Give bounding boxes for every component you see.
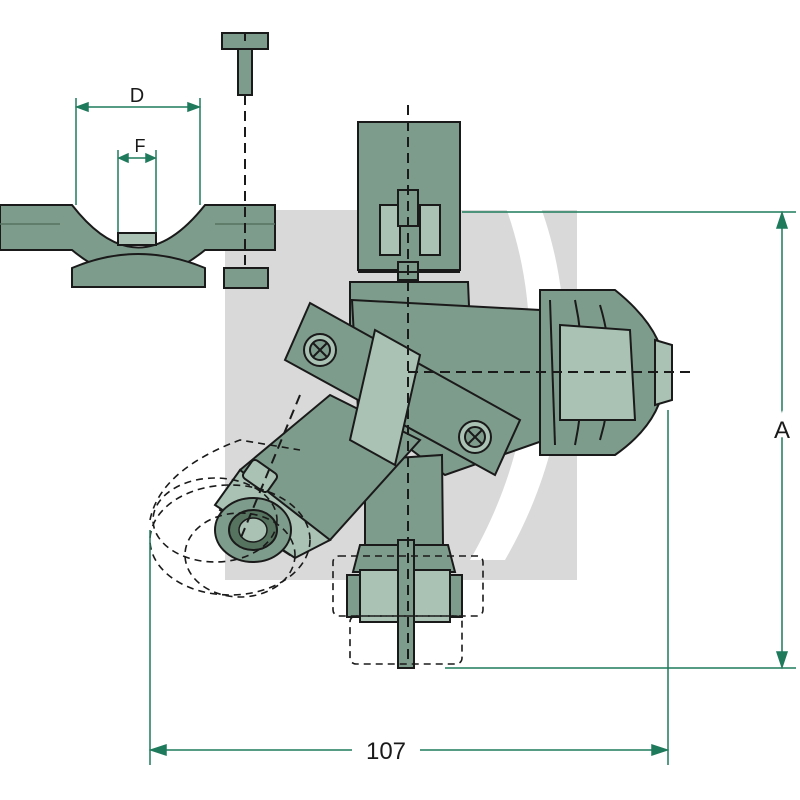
dimension-d [74,98,202,205]
dimension-a [445,210,796,670]
label-width: 107 [366,738,406,765]
center-lines [239,105,692,660]
label-f: F [135,136,146,156]
bottom-nut [346,539,463,669]
dimension-f [117,150,157,232]
label-width-bg [352,735,420,765]
nut [223,267,269,289]
angled-outlet-ghost [149,439,311,598]
bolt-right [458,420,492,454]
bottom-nut-ghost [332,555,484,665]
label-a: A [774,417,790,444]
label-d: D [130,85,144,107]
bolt-left [303,333,337,367]
screw [221,32,269,96]
